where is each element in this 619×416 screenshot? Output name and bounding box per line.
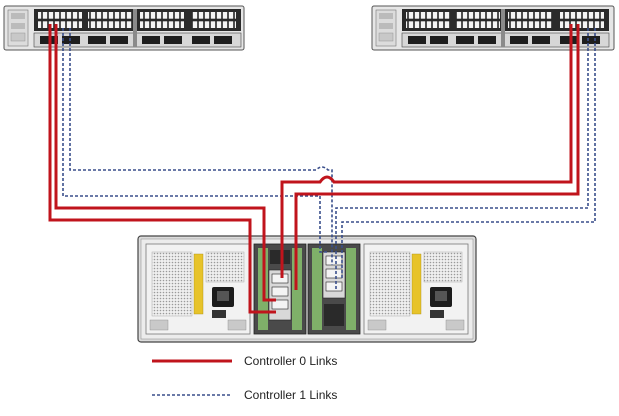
power-supply-right: [363, 243, 469, 335]
storage-enclosure: [137, 235, 477, 343]
controller-0-link-c: [294, 24, 580, 290]
controller-0-link-a: [48, 24, 276, 314]
right-switch: [371, 5, 615, 51]
controller-1-link-b: [69, 28, 333, 265]
legend-controller-0-label: Controller 0 Links: [244, 354, 337, 368]
controller-0-links: [48, 24, 580, 314]
power-supply-left: [145, 243, 251, 335]
controller-1: [307, 243, 361, 335]
legend-controller-1-label: Controller 1 Links: [244, 388, 337, 402]
controller-1-link-d: [335, 28, 589, 290]
legend: Controller 0 Links Controller 1 Links: [152, 354, 337, 402]
controller-0-link-b: [54, 24, 276, 302]
controller-0: [253, 243, 307, 335]
left-switch: [3, 5, 245, 51]
controller-1-links: [62, 28, 596, 290]
controller-1-link-c: [341, 28, 596, 278]
controller-1-link-a: [62, 28, 328, 253]
controller-0-link-d: [280, 24, 573, 278]
